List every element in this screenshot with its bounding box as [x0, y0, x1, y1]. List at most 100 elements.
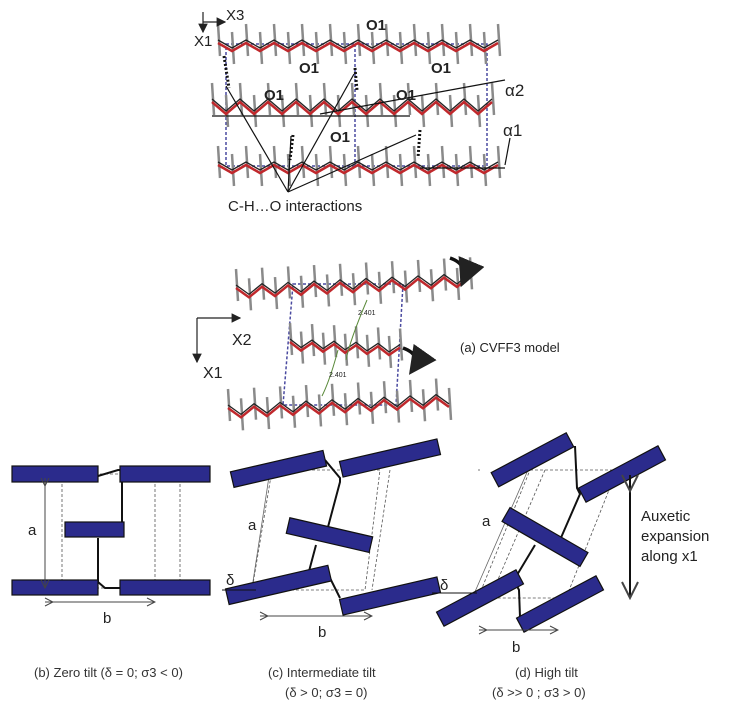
atom-bond	[398, 328, 404, 361]
chain-backbone	[217, 39, 499, 49]
atom-bond	[238, 82, 244, 116]
chain-oxygen-backbone	[211, 100, 493, 116]
dimension-b-label: b	[103, 610, 111, 627]
auxetic-label-line3: along x1	[641, 548, 698, 565]
high-caption-line1: (d) High tilt	[515, 665, 578, 680]
auxetic-label-line2: expansion	[641, 528, 709, 545]
dimension-a-line	[473, 469, 529, 595]
chain-oxygen-backbone	[235, 275, 471, 299]
bar	[338, 576, 442, 616]
atom-bond	[364, 94, 370, 128]
bar	[577, 444, 667, 504]
bar	[11, 465, 99, 483]
dimension-a-label: a	[482, 513, 491, 530]
dimension-b-label: b	[318, 624, 326, 641]
interactions-label: C-H…O interactions	[228, 198, 362, 215]
bar	[435, 568, 525, 628]
top-crystal-panel: X3 X1 O1 O1 O1 O1 O1 O1 α2 α1	[194, 7, 524, 215]
chain-backbone	[217, 161, 499, 171]
atom-bond	[434, 82, 440, 116]
bar	[11, 579, 99, 596]
alpha1-label: α1	[503, 121, 522, 140]
hbond-line	[345, 299, 368, 361]
interaction-pointer-lines	[225, 73, 417, 193]
dimension-a-label: a	[248, 517, 257, 534]
bar	[224, 564, 333, 606]
delta-label: δ	[226, 572, 234, 589]
atom-bond	[210, 82, 216, 116]
bar	[515, 574, 605, 634]
atom-bond	[462, 82, 468, 116]
bar	[338, 438, 442, 478]
atom-bond	[447, 387, 453, 421]
atom-bond	[294, 82, 300, 116]
o1-label: O1	[330, 129, 350, 146]
intermediate-caption-line1: (c) Intermediate tilt	[268, 665, 376, 680]
bar	[285, 517, 374, 554]
atom-bond	[496, 23, 502, 57]
chain-oxygen-backbone	[217, 41, 499, 53]
molecular-chains	[226, 257, 474, 431]
molecule-bars	[224, 438, 442, 616]
alpha2-label: α2	[505, 81, 524, 100]
atom-bond	[476, 94, 482, 128]
chain-backbone	[211, 98, 493, 112]
auxetic-label-line1: Auxetic	[641, 508, 691, 525]
atom-bond	[224, 94, 230, 128]
distance-label: 2.401	[358, 310, 376, 317]
bar	[64, 521, 125, 538]
high-tilt-schematic: δ a b Auxetic expansion along x1 (d) Hig…	[432, 431, 709, 700]
intermediate-caption-line2: (δ > 0; σ3 = 0)	[285, 685, 367, 700]
atom-bond	[252, 94, 258, 128]
chain-oxygen-backbone	[217, 163, 499, 175]
alpha1-pointer	[504, 137, 511, 166]
bar	[119, 465, 211, 483]
chain-backbone	[227, 393, 450, 416]
atom-bond	[322, 82, 328, 116]
o1-label: O1	[299, 60, 319, 77]
atom-bond	[496, 145, 502, 179]
o1-label: O1	[366, 17, 386, 34]
chain-oxygen-backbone	[289, 341, 401, 357]
atom-bond	[406, 82, 412, 116]
cvff3-model-panel: 2.401 2.401 X2 X1 (a) CVFF3 model	[192, 255, 560, 431]
bar	[119, 579, 211, 596]
chain-backbone	[235, 272, 471, 296]
axes-x3-x1	[198, 12, 227, 34]
axis-label-x1: X1	[203, 365, 223, 382]
intermediate-tilt-schematic: δ a b (c) Intermediate tilt (δ > 0; σ3 =…	[222, 438, 442, 700]
axis-label-x1: X1	[194, 33, 212, 50]
chain-backbone	[289, 338, 401, 353]
dimension-b-label: b	[512, 639, 520, 656]
molecular-chains	[210, 23, 502, 187]
o1-label: O1	[264, 87, 284, 104]
molecule-bars	[435, 431, 667, 634]
atom-bond	[350, 82, 356, 116]
dimension-a-label: a	[28, 522, 37, 539]
high-caption-line2: (δ >> 0 ; σ3 > 0)	[492, 685, 586, 700]
atom-bond	[266, 82, 272, 116]
model-caption: (a) CVFF3 model	[460, 340, 560, 355]
o1-label: O1	[396, 87, 416, 104]
distance-label: 2.401	[329, 372, 347, 379]
rotation-arrow-icon	[449, 255, 485, 288]
atom-bond	[420, 94, 426, 128]
atom-bond	[280, 94, 286, 128]
rotation-arrow-icon	[402, 343, 437, 375]
atom-bond	[490, 82, 496, 116]
bar	[501, 506, 589, 568]
atom-bond	[378, 82, 384, 116]
zero-tilt-caption: (b) Zero tilt (δ = 0; σ3 < 0)	[34, 665, 183, 680]
atom-bond	[468, 257, 474, 290]
delta-label: δ	[440, 577, 448, 594]
axes-x2-x1	[192, 313, 242, 364]
atom-bond	[308, 94, 314, 128]
chain-oxygen-backbone	[227, 396, 450, 419]
molecule-bars	[11, 465, 211, 596]
bar	[490, 431, 575, 488]
alpha2-line	[319, 79, 506, 115]
hbond-line	[321, 349, 339, 397]
bar	[229, 449, 328, 489]
